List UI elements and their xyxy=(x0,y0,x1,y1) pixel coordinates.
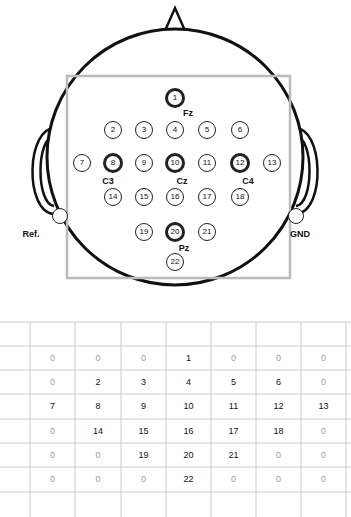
table-cell: 14 xyxy=(75,419,121,443)
electrode-circle: 5 xyxy=(198,121,216,139)
electrode-number: 7 xyxy=(80,159,84,167)
electrode-number: 16 xyxy=(171,193,180,201)
electrode-number: 3 xyxy=(142,126,146,134)
electrode-number: 8 xyxy=(111,159,115,167)
table-cell: 10 xyxy=(166,394,211,419)
table-cell: 0 xyxy=(256,346,301,370)
table-cell: 0 xyxy=(256,443,301,467)
table-cell: 0 xyxy=(301,443,346,467)
table-cell: 0 xyxy=(301,419,346,443)
table-cell: 1 xyxy=(166,346,211,370)
table-cell: 4 xyxy=(166,370,211,394)
table-cell: 0 xyxy=(301,370,346,394)
electrode-circle: 3 xyxy=(135,121,153,139)
table-cell: 0 xyxy=(75,443,121,467)
electrode-number: 13 xyxy=(268,159,277,167)
electrode-label: Cz xyxy=(177,177,188,186)
electrode-number: 9 xyxy=(142,159,146,167)
electrode-number: 1 xyxy=(173,94,177,102)
table-cell: 0 xyxy=(301,467,346,492)
table-cell: 0 xyxy=(30,467,75,492)
table-cell: 11 xyxy=(211,394,256,419)
electrode-label: GND xyxy=(290,230,310,239)
electrode-circle: 15 xyxy=(135,188,153,206)
electrode-number: 15 xyxy=(140,193,149,201)
table-cell: 22 xyxy=(166,467,211,492)
electrode-number: 5 xyxy=(205,126,209,134)
electrode-circle: 17 xyxy=(198,188,216,206)
table-cell: 8 xyxy=(75,394,121,419)
table-cell: 0 xyxy=(211,467,256,492)
table-cell: 0 xyxy=(121,346,166,370)
table-cell: 18 xyxy=(256,419,301,443)
electrode-circle: 1Fz xyxy=(165,88,185,108)
table-cell: 0 xyxy=(30,419,75,443)
electrode-number: 21 xyxy=(203,228,212,236)
reference-electrode: Ref. xyxy=(52,208,68,224)
electrode-label: Fz xyxy=(183,109,193,118)
electrode-number: 19 xyxy=(140,228,149,236)
electrode-circle: 19 xyxy=(135,223,153,241)
electrode-circle: 11 xyxy=(198,154,216,172)
electrode-number: 17 xyxy=(203,193,212,201)
table-cell: 0 xyxy=(30,346,75,370)
table-cell: 0 xyxy=(301,346,346,370)
electrode-circle: 21 xyxy=(198,223,216,241)
electrode-number: 14 xyxy=(109,193,118,201)
table-cell: 5 xyxy=(211,370,256,394)
electrode-circle: 12C4 xyxy=(230,153,250,173)
table-cell: 9 xyxy=(121,394,166,419)
electrode-circle: 9 xyxy=(135,154,153,172)
electrode-label: Pz xyxy=(179,244,190,253)
table-cell: 15 xyxy=(121,419,166,443)
table-cell: 13 xyxy=(301,394,346,419)
electrode-circle: 16 xyxy=(166,188,184,206)
electrode-number: 20 xyxy=(171,228,180,236)
table-cell: 12 xyxy=(256,394,301,419)
table-cell: 21 xyxy=(211,443,256,467)
electrode-circle: 6 xyxy=(231,121,249,139)
electrode-number: 11 xyxy=(203,159,211,167)
table-cell: 3 xyxy=(121,370,166,394)
table-cell: 0 xyxy=(75,346,121,370)
table-cell: 0 xyxy=(30,443,75,467)
electrode-number: 6 xyxy=(238,126,242,134)
table-cell: 2 xyxy=(75,370,121,394)
electrode-number: 12 xyxy=(236,159,245,167)
table-cell: 0 xyxy=(256,467,301,492)
electrode-circle: 18 xyxy=(231,188,249,206)
table-cell: 0 xyxy=(121,467,166,492)
electrode-circle: 22 xyxy=(166,253,184,271)
electrode-label: C4 xyxy=(242,177,254,186)
reference-electrode: GND xyxy=(288,208,304,224)
table-cell: 6 xyxy=(256,370,301,394)
table-cell: 20 xyxy=(166,443,211,467)
electrode-circle: 13 xyxy=(263,154,281,172)
head-outline xyxy=(47,29,303,285)
table-cell: 19 xyxy=(121,443,166,467)
table-cell: 17 xyxy=(211,419,256,443)
table-cell: 0 xyxy=(211,346,256,370)
electrode-circle: 10Cz xyxy=(165,153,185,173)
table-cell: 0 xyxy=(75,467,121,492)
electrode-number: 10 xyxy=(171,159,180,167)
grid-region xyxy=(67,76,290,278)
table-cell: 7 xyxy=(30,394,75,419)
table-grid xyxy=(0,322,351,517)
electrode-number: 22 xyxy=(171,258,180,266)
electrode-circle: 4 xyxy=(166,121,184,139)
electrode-label: C3 xyxy=(102,177,114,186)
electrode-number: 2 xyxy=(111,126,115,134)
electrode-circle: 7 xyxy=(73,154,91,172)
electrode-number: 4 xyxy=(173,126,177,134)
electrode-circle: 2 xyxy=(104,121,122,139)
table-cell: 16 xyxy=(166,419,211,443)
electrode-circle: 8C3 xyxy=(103,153,123,173)
electrode-circle: 14 xyxy=(104,188,122,206)
table-cell: 0 xyxy=(30,370,75,394)
electrode-number: 18 xyxy=(236,193,245,201)
electrode-circle: 20Pz xyxy=(165,222,185,242)
electrode-label: Ref. xyxy=(23,230,40,239)
